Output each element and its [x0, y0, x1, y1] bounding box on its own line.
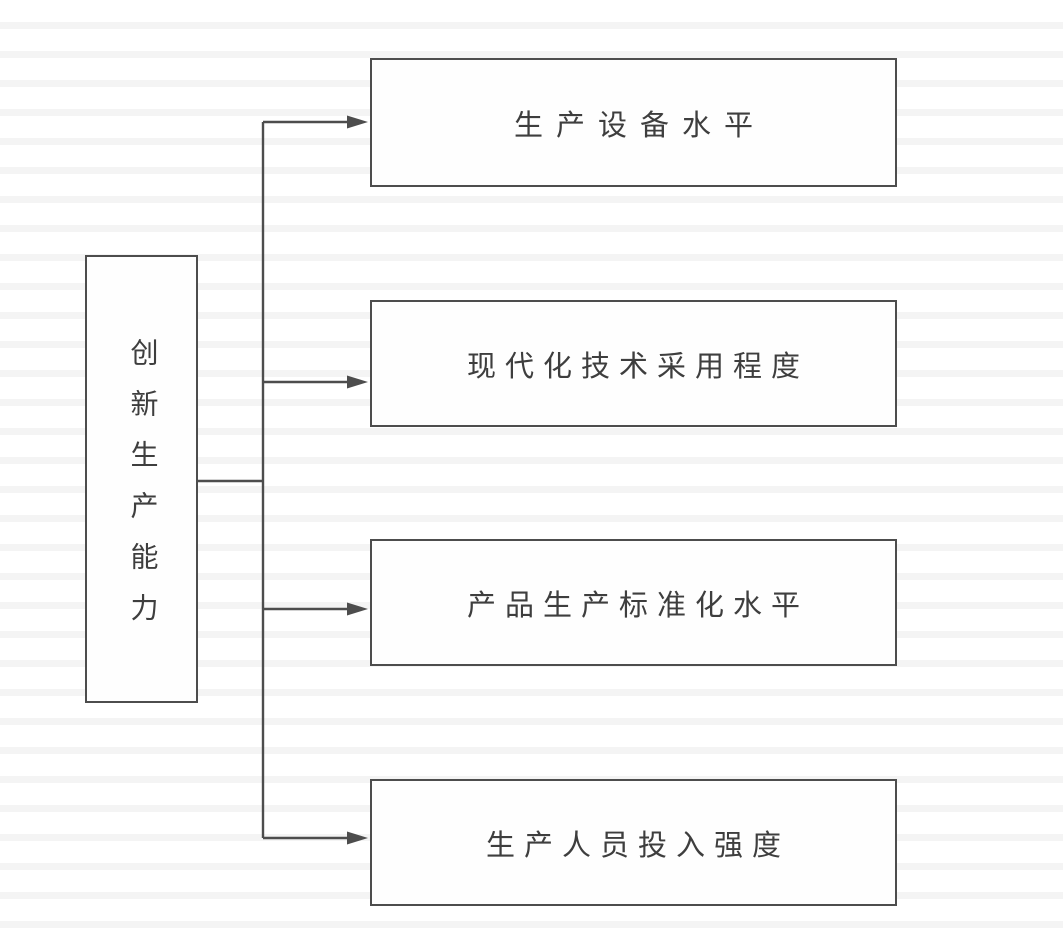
child-node-product-standardization-level: 产品生产标准化水平 [370, 539, 897, 666]
child-node-label: 生产人员投入强度 [485, 829, 790, 862]
arrowhead-icon-2 [347, 375, 368, 389]
child-node-label: 现代化技术采用程度 [466, 350, 809, 383]
arrowhead-icon-4 [347, 831, 368, 845]
arrowhead-icon-1 [347, 115, 368, 129]
child-node-label: 产品生产标准化水平 [466, 589, 809, 622]
child-node-modern-technology-adoption-degree: 现代化技术采用程度 [370, 300, 897, 427]
root-node-innovation-production-capability: 创新生产能力 [85, 255, 198, 703]
child-node-production-equipment-level: 生产设备水平 [370, 58, 897, 187]
root-node-label: 创新生产能力 [126, 338, 158, 644]
arrowhead-icon-3 [347, 602, 368, 616]
child-node-label: 生产设备水平 [513, 109, 766, 142]
child-node-production-personnel-input-intensity: 生产人员投入强度 [370, 779, 897, 906]
